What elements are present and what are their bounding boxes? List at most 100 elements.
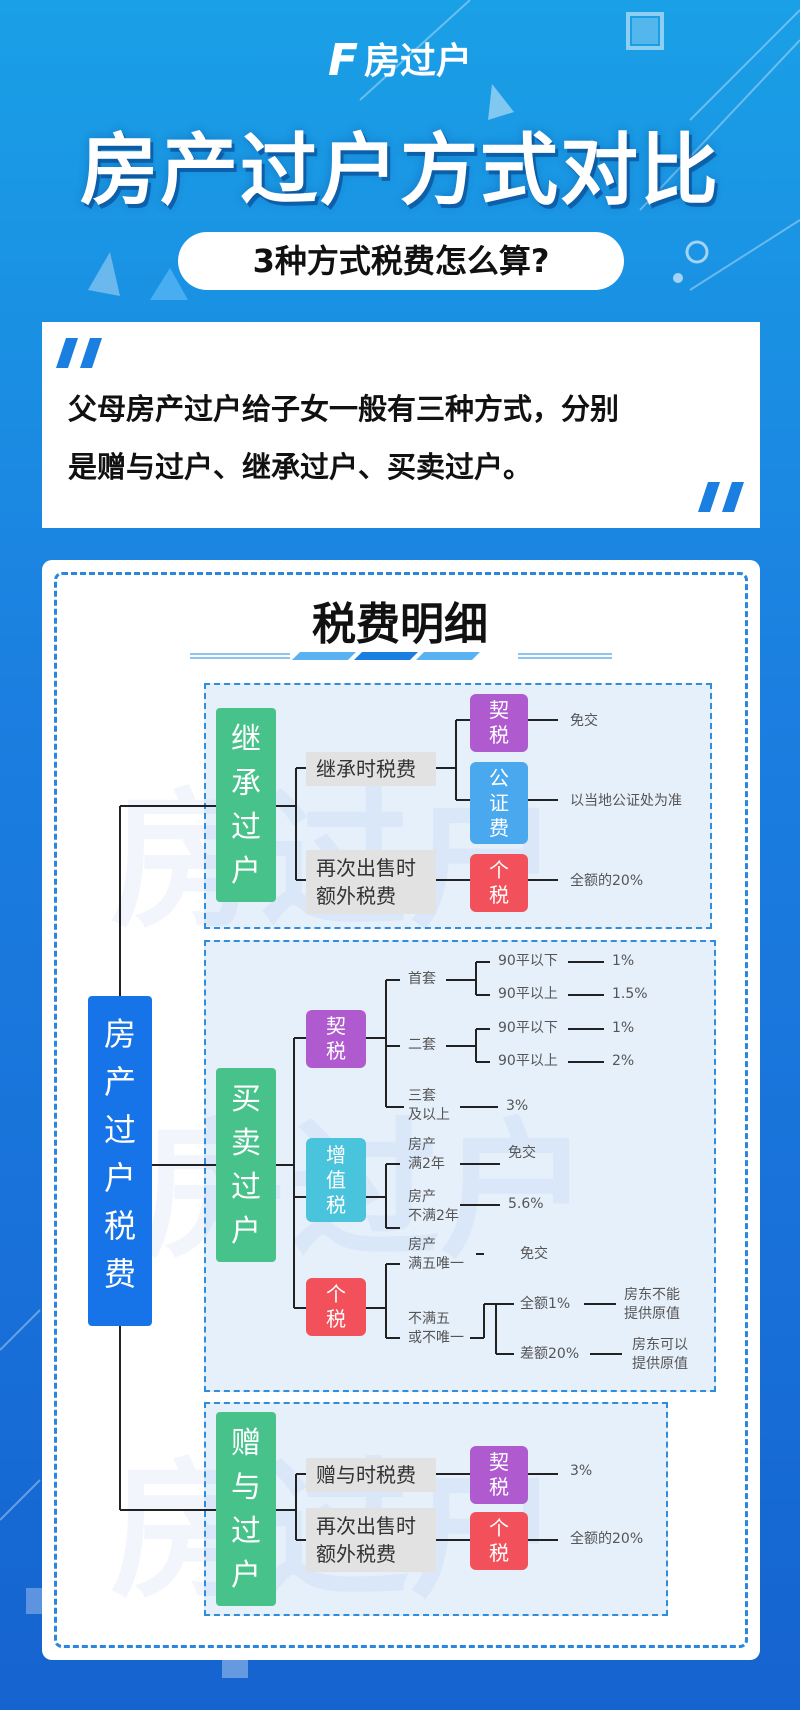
diff-note-line-1: 房东可以 [632, 1337, 688, 1353]
inc-a-line-1: 房产 [408, 1237, 436, 1253]
brand-name: 房过户 [364, 41, 473, 82]
income-condition-a: 房产 满五唯一 [408, 1236, 464, 1274]
tax-detail-card-border [54, 572, 748, 1648]
gift-deed-tax: 契 税 [470, 1446, 528, 1504]
full-rate: 全额1% [520, 1296, 571, 1312]
trade-deed-char-2: 税 [326, 1039, 346, 1063]
gift-income-tax-value: 全额的20% [570, 1531, 644, 1547]
gift-income-char-2: 税 [489, 1541, 509, 1565]
inherit-notary-char-1: 公 [489, 765, 509, 790]
root-label: 房产过户税费 [103, 1015, 136, 1293]
trade-deed-char-1: 契 [326, 1014, 346, 1038]
inherit-notary-char-2: 证 [489, 790, 509, 815]
inherit-deed-tax-char-2: 税 [489, 723, 509, 747]
trade-third-line-1: 三套 [408, 1088, 436, 1104]
gift-deed-char-2: 税 [489, 1475, 509, 1499]
vat-a-line-1: 房产 [408, 1137, 436, 1153]
inherit-notary-char-3: 费 [489, 815, 509, 840]
gift-branch-1: 赠与时税费 [306, 1458, 436, 1492]
vat-condition-a: 房产 满2年 [408, 1136, 445, 1174]
inc-a-value: 免交 [520, 1246, 548, 1262]
inherit-income-char-1: 个 [489, 858, 509, 882]
inherit-income-char-2: 税 [489, 883, 509, 907]
brand-logo-icon: F [327, 35, 359, 86]
inherit-notary-value: 以当地公证处为准 [570, 793, 682, 809]
trade-node: 买卖过户 [216, 1068, 276, 1262]
trade-first-home: 首套 [408, 971, 436, 987]
vat-a-line-2: 满2年 [408, 1156, 445, 1172]
inherit-branch-2-line-1: 再次出售时 [316, 856, 416, 880]
intro-text: 父母房产过户给子女一般有三种方式，分别 是赠与过户、继承过户、买卖过户。 [68, 380, 738, 496]
gift-deed-char-1: 契 [489, 1450, 509, 1474]
inherit-deed-tax: 契 税 [470, 694, 528, 752]
inherit-deed-tax-char-1: 契 [489, 698, 509, 722]
gift-branch-2-line-1: 再次出售时 [316, 1514, 416, 1538]
gift-income-char-1: 个 [489, 1516, 509, 1540]
second-under-90: 90平以下 [498, 1020, 558, 1036]
gift-branch-2-line-2: 额外税费 [316, 1542, 396, 1566]
trade-vat-char-2: 值 [326, 1167, 346, 1192]
gift-branch-2: 再次出售时 额外税费 [306, 1508, 436, 1572]
root-node: 房产过户税费 [88, 996, 152, 1326]
inherit-label: 继承过户 [231, 722, 261, 889]
trade-income-tax: 个 税 [306, 1278, 366, 1336]
second-under-90-rate: 1% [612, 1020, 635, 1036]
inherit-branch-2: 再次出售时 额外税费 [306, 850, 436, 914]
vat-b-line-2: 不满2年 [408, 1208, 459, 1224]
trade-third-value: 3% [506, 1098, 529, 1114]
intro-quote-box: 父母房产过户给子女一般有三种方式，分别 是赠与过户、继承过户、买卖过户。 [42, 322, 760, 528]
trade-label: 买卖过户 [231, 1082, 261, 1249]
diff-note-line-2: 提供原值 [632, 1356, 688, 1372]
gift-label: 赠与过户 [231, 1426, 261, 1593]
inherit-branch-1-label: 继承时税费 [316, 757, 416, 781]
diff-rate: 差额20% [520, 1346, 580, 1362]
trade-second-home: 二套 [408, 1037, 436, 1053]
vat-b-line-1: 房产 [408, 1189, 436, 1205]
gift-deed-tax-value: 3% [570, 1463, 593, 1479]
trade-deed-tax: 契 税 [306, 1010, 366, 1068]
inc-b-line-2: 或不唯一 [408, 1330, 464, 1346]
full-note-line-2: 提供原值 [624, 1306, 680, 1322]
first-under-90-rate: 1% [612, 953, 635, 969]
first-under-90: 90平以下 [498, 953, 558, 969]
inherit-deed-tax-value: 免交 [570, 713, 598, 729]
vat-condition-b: 房产 不满2年 [408, 1188, 459, 1226]
full-note-line-1: 房东不能 [624, 1287, 680, 1303]
close-quote-icon [698, 482, 744, 512]
trade-income-char-2: 税 [326, 1307, 346, 1331]
inherit-notary-fee: 公 证 费 [470, 762, 528, 844]
inc-b-line-1: 不满五 [408, 1311, 450, 1327]
trade-vat-char-3: 税 [326, 1192, 346, 1217]
full-rate-note: 房东不能 提供原值 [624, 1286, 680, 1324]
card-title: 税费明细 [312, 599, 488, 650]
gift-node: 赠与过户 [216, 1412, 276, 1606]
intro-line-1: 父母房产过户给子女一般有三种方式，分别 [68, 392, 620, 426]
page-title: 房产过户方式对比 [79, 126, 720, 216]
intro-line-2: 是赠与过户、继承过户、买卖过户。 [68, 450, 533, 484]
first-over-90: 90平以上 [498, 986, 558, 1002]
first-over-90-rate: 1.5% [612, 986, 648, 1002]
gift-income-tax: 个 税 [470, 1512, 528, 1570]
trade-third-home: 三套 及以上 [408, 1087, 450, 1125]
second-over-90: 90平以上 [498, 1053, 558, 1069]
trade-vat: 增 值 税 [306, 1138, 366, 1222]
gift-branch-1-label: 赠与时税费 [316, 1463, 416, 1487]
second-over-90-rate: 2% [612, 1053, 635, 1069]
trade-vat-char-1: 增 [326, 1142, 346, 1167]
trade-income-char-1: 个 [326, 1282, 346, 1306]
vat-a-value: 免交 [508, 1145, 536, 1161]
trade-third-line-2: 及以上 [408, 1107, 450, 1123]
diff-rate-note: 房东可以 提供原值 [632, 1336, 688, 1374]
income-condition-b: 不满五 或不唯一 [408, 1310, 464, 1348]
inherit-income-tax-value: 全额的20% [570, 873, 644, 889]
vat-b-value: 5.6% [508, 1196, 544, 1212]
subtitle-pill: 3种方式税费怎么算? [178, 232, 624, 290]
open-quote-icon [56, 338, 102, 368]
inc-a-line-2: 满五唯一 [408, 1256, 464, 1272]
inherit-node: 继承过户 [216, 708, 276, 902]
inherit-branch-1: 继承时税费 [306, 752, 436, 786]
inherit-income-tax: 个 税 [470, 854, 528, 912]
inherit-branch-2-line-2: 额外税费 [316, 884, 396, 908]
